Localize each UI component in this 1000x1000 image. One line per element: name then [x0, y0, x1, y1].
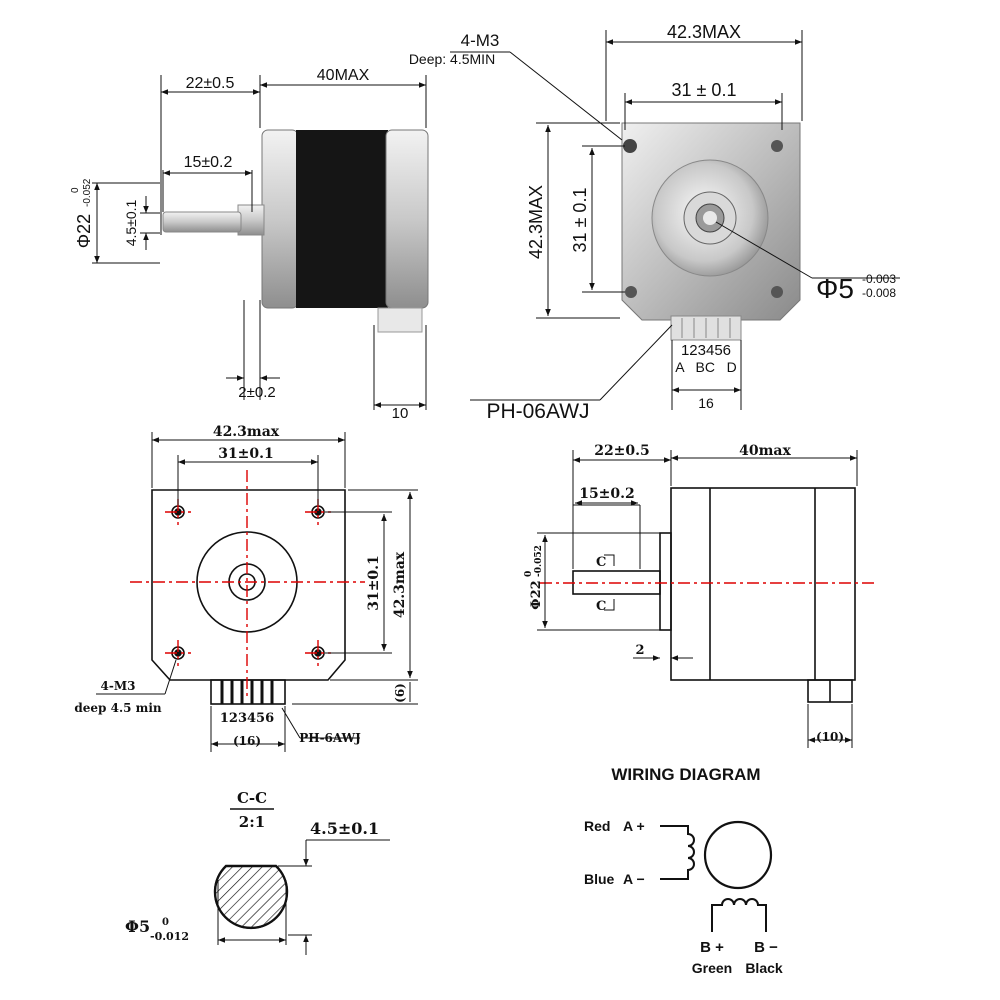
- wire-black-label: Black: [745, 960, 783, 976]
- section-scale: 2:1: [239, 813, 265, 831]
- wire-b-minus-label: B −: [754, 939, 778, 956]
- cad-side-boss-dia-lower: -0.052: [534, 545, 544, 577]
- front-shaft-dia-lower: -0.008: [862, 286, 896, 300]
- motor-front-photo: [621, 122, 801, 341]
- front-body-width-label: 42.3MAX: [667, 22, 741, 42]
- wire-blue-label: Blue: [584, 871, 615, 887]
- wire-b-plus-label: B +: [700, 939, 724, 956]
- section-shaft-profile: [213, 864, 289, 930]
- section-dia-upper: 0: [162, 917, 169, 928]
- front-connector-width-label: 16: [698, 395, 714, 411]
- side-connector-length-label: 10: [392, 405, 409, 422]
- front-pin-labels: A BC D: [675, 359, 736, 375]
- front-pin-numbers: 123456: [681, 342, 731, 359]
- photo-side-view: 22±0.5 40MAX 15±0.2 2±0.2 10 4.5±0.1 Φ22…: [70, 67, 429, 422]
- front-mount-holes-label: 4-M3: [461, 31, 500, 50]
- motor-symbol: [703, 820, 773, 890]
- front-shaft-dia-upper: -0.003: [862, 272, 896, 286]
- front-shaft-dia-label: Φ5: [816, 273, 854, 304]
- wire-a-minus-label: A −: [623, 871, 645, 887]
- side-boss-height-label: 2±0.2: [238, 384, 275, 401]
- cad-side-shaft-length-label: 22±0.5: [594, 443, 650, 459]
- side-boss-dia-upper: 0: [70, 187, 81, 193]
- section-dia-label: Φ5: [125, 917, 150, 936]
- cad-front-connector-model-label: PH-6AWJ: [299, 731, 361, 745]
- section-title: C-C: [237, 789, 267, 807]
- section-view: C-C 2:1 4.5±0.1 Φ5 0 -0.012: [125, 789, 390, 955]
- cad-side-outline: [572, 487, 856, 703]
- front-hole-spacing-v-label: 31 ± 0.1: [570, 188, 590, 253]
- wiring-diagram: WIRING DIAGRAM Red A + Blue A − B + B − …: [584, 765, 783, 976]
- cad-front-hole-spacing-v-label: 31±0.1: [366, 555, 382, 611]
- front-connector-model-label: PH-06AWJ: [486, 400, 589, 423]
- photo-front-view: 42.3MAX 31 ± 0.1 42.3MAX 31 ± 0.1 4-M3 D…: [409, 22, 900, 423]
- cad-side-section-mark-top: C: [596, 555, 606, 570]
- cad-front-holes-label: 4-M3: [101, 679, 136, 693]
- cad-side-boss-dia-upper: 0: [524, 571, 534, 577]
- cad-side-flat-length-label: 15±0.2: [579, 486, 635, 502]
- side-boss-dia-lower: -0.052: [82, 178, 93, 207]
- cad-front-width-label: 42.3max: [213, 424, 280, 440]
- cad-side-boss-dia-label: Φ22: [529, 580, 544, 609]
- cad-front-view: 42.3max 31±0.1 31±0.1 42.3max (6) 4-M3 d…: [74, 424, 418, 752]
- cad-front-centerlines: [130, 470, 365, 700]
- wiring-title: WIRING DIAGRAM: [611, 765, 760, 784]
- wire-red-label: Red: [584, 818, 610, 834]
- cad-side-section-mark-bottom: C: [596, 599, 606, 614]
- side-flat-depth-label: 4.5±0.1: [123, 199, 139, 246]
- coil-b: [711, 898, 767, 932]
- cad-side-body-length-label: 40max: [739, 443, 791, 459]
- front-hole-spacing-label: 31 ± 0.1: [672, 80, 737, 100]
- wire-a-plus-label: A +: [623, 818, 645, 834]
- side-flat-length-label: 15±0.2: [184, 154, 233, 171]
- cad-front-hole-spacing-label: 31±0.1: [218, 446, 274, 462]
- front-body-height-label: 42.3MAX: [526, 185, 546, 259]
- cad-front-connector-width-label: (16): [233, 734, 261, 748]
- motor-side-photo: [162, 129, 429, 333]
- cad-front-pin-numbers: 123456: [220, 711, 274, 726]
- cad-front-outline: [151, 489, 346, 705]
- front-mount-depth-label: Deep: 4.5MIN: [409, 51, 495, 67]
- side-total-length-label: 40MAX: [317, 67, 370, 84]
- wire-green-label: Green: [692, 960, 732, 976]
- coil-a: [660, 825, 695, 880]
- side-shaft-length-label: 22±0.5: [186, 75, 235, 92]
- cad-side-connector-length-label: (10): [816, 730, 844, 744]
- cad-front-height-label: 42.3max: [392, 551, 408, 618]
- section-flat-label: 4.5±0.1: [310, 819, 379, 838]
- section-dia-lower: -0.012: [150, 930, 189, 943]
- cad-front-holes-depth-label: deep 4.5 min: [74, 701, 162, 715]
- side-boss-dia-label: Φ22: [74, 214, 94, 248]
- cad-side-view: 22±0.5 40max 15±0.2 Φ22 0 -0.052 C C 2 (…: [524, 443, 875, 748]
- cad-front-connector-depth-label: (6): [393, 683, 407, 703]
- cad-side-boss-height-label: 2: [635, 643, 644, 658]
